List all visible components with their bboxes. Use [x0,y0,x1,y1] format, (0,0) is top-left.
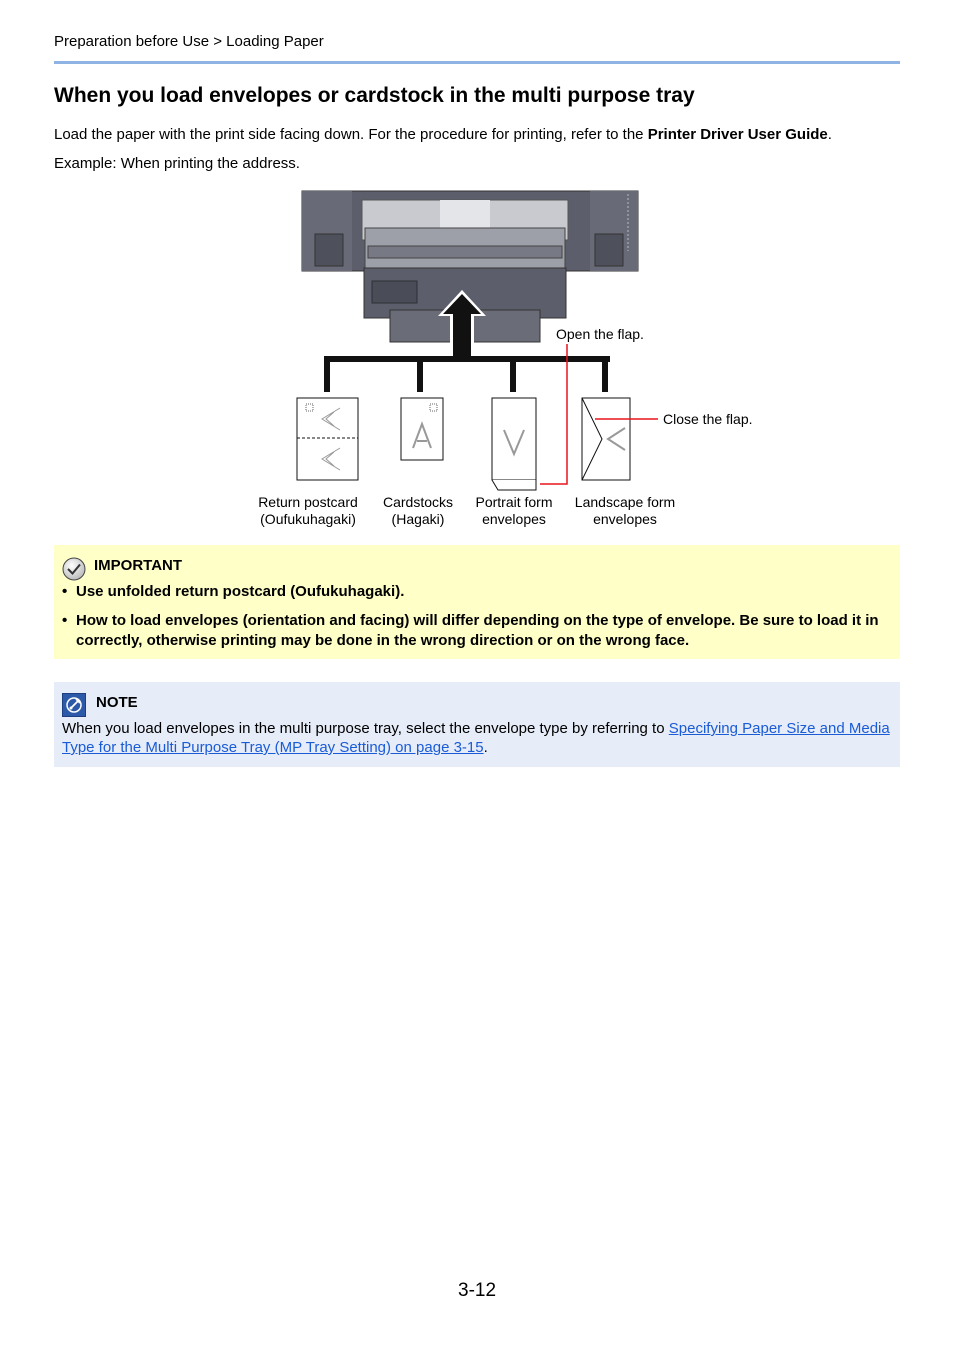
printer-illustration [296,190,658,491]
cardstocks-label: Cardstocks(Hagaki) [382,494,454,527]
note-box: NOTE When you load envelopes in the mult… [54,682,900,767]
example-paragraph: Example: When printing the address. [54,155,300,172]
important-bullet-2: •How to load envelopes (orientation and … [62,612,879,649]
note-icon [62,693,86,722]
intro-paragraph: Load the paper with the print side facin… [54,126,832,143]
open-flap-label: Open the flap. [556,326,644,342]
important-box: IMPORTANT •Use unfolded return postcard … [54,545,900,659]
return-postcard-shape [296,397,359,481]
page-number: 3-12 [458,1280,497,1301]
loading-illustration: Open the flap. Close the flap. Return po… [240,186,780,536]
landscape-envelope-shape [581,397,631,481]
cardstock-shape [400,397,444,461]
header-rule [54,61,900,64]
page-title: When you load envelopes or cardstock in … [54,84,695,107]
intro-bold-guide: Printer Driver User Guide [647,126,828,143]
insert-direction-arrow [443,294,481,356]
portrait-envelope-shape [491,397,537,491]
note-heading: NOTE [96,694,138,711]
important-bullet-1: •Use unfolded return postcard (Oufukuhag… [62,583,405,600]
note-end: . [483,739,488,756]
checkmark-circle-icon [62,557,86,586]
mp-tray-setting-link[interactable]: Specifying Paper Size and Media Type for… [62,720,890,756]
return-postcard-label: Return postcard(Oufukuhagaki) [258,494,358,527]
breadcrumb: Preparation before Use > Loading Paper [54,33,324,50]
note-text: When you load envelopes in the multi pur… [62,720,669,737]
open-flap-callout [540,344,568,485]
important-heading: IMPORTANT [94,557,183,574]
note-body: When you load envelopes in the multi pur… [62,719,897,757]
close-flap-label: Close the flap. [663,411,753,427]
intro-text: Load the paper with the print side facin… [54,126,648,143]
intro-end: . [827,126,832,143]
